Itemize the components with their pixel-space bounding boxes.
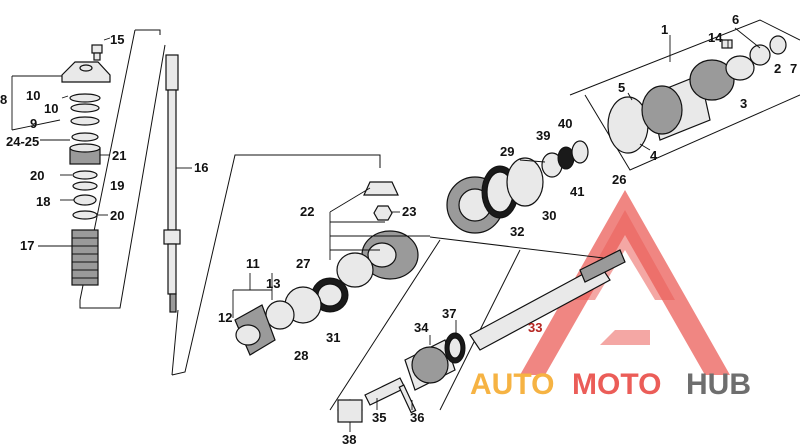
watermark-word-hub: HUB bbox=[686, 368, 751, 401]
label-33: 33 bbox=[528, 320, 542, 335]
label-13: 13 bbox=[266, 276, 280, 291]
label-30: 30 bbox=[542, 208, 556, 223]
part-16-drive-shaft bbox=[163, 54, 181, 313]
watermark-word-moto: MOTO bbox=[572, 368, 661, 401]
label-41: 41 bbox=[570, 184, 584, 199]
label-1: 1 bbox=[661, 22, 668, 37]
label-8: 8 bbox=[0, 92, 7, 107]
label-20a: 20 bbox=[30, 168, 44, 183]
label-34: 34 bbox=[414, 320, 429, 335]
column-stack bbox=[61, 61, 111, 286]
label-12: 12 bbox=[218, 310, 232, 325]
label-35: 35 bbox=[372, 410, 386, 425]
label-39: 39 bbox=[536, 128, 550, 143]
label-2: 2 bbox=[774, 61, 781, 76]
label-31: 31 bbox=[326, 330, 340, 345]
label-7: 7 bbox=[790, 61, 797, 76]
label-6: 6 bbox=[732, 12, 739, 27]
label-10b: 10 bbox=[44, 101, 58, 116]
label-18: 18 bbox=[36, 194, 50, 209]
label-37: 37 bbox=[442, 306, 456, 321]
watermark-word-auto: AUTO bbox=[470, 368, 554, 401]
label-3: 3 bbox=[740, 96, 747, 111]
label-17: 17 bbox=[20, 238, 34, 253]
propeller-shaft bbox=[337, 249, 626, 423]
label-21: 21 bbox=[112, 148, 126, 163]
label-26: 26 bbox=[612, 172, 626, 187]
watermark-logo: AUTO MOTO HUB bbox=[470, 190, 751, 401]
label-9: 9 bbox=[30, 116, 37, 131]
label-4: 4 bbox=[650, 148, 658, 163]
label-19: 19 bbox=[110, 178, 124, 193]
label-11: 11 bbox=[246, 256, 260, 271]
gear-group bbox=[234, 157, 544, 356]
label-10a: 10 bbox=[26, 88, 40, 103]
label-36: 36 bbox=[410, 410, 424, 425]
label-40: 40 bbox=[558, 116, 572, 131]
label-32: 32 bbox=[510, 224, 524, 239]
label-22: 22 bbox=[300, 204, 314, 219]
leader-lines bbox=[11, 27, 761, 432]
label-38: 38 bbox=[342, 432, 356, 447]
part-15-screw bbox=[91, 44, 103, 61]
label-27: 27 bbox=[296, 256, 310, 271]
label-5: 5 bbox=[618, 80, 625, 95]
label-16: 16 bbox=[194, 160, 208, 175]
part-labels: 1 2 3 4 5 6 7 8 9 10 10 11 12 13 14 15 1… bbox=[0, 12, 797, 447]
label-15: 15 bbox=[110, 32, 124, 47]
label-28: 28 bbox=[294, 348, 308, 363]
label-24-25: 24-25 bbox=[6, 134, 39, 149]
label-20b: 20 bbox=[110, 208, 124, 223]
label-23: 23 bbox=[402, 204, 416, 219]
right-housing bbox=[541, 35, 787, 178]
label-14: 14 bbox=[708, 30, 723, 45]
label-29: 29 bbox=[500, 144, 514, 159]
